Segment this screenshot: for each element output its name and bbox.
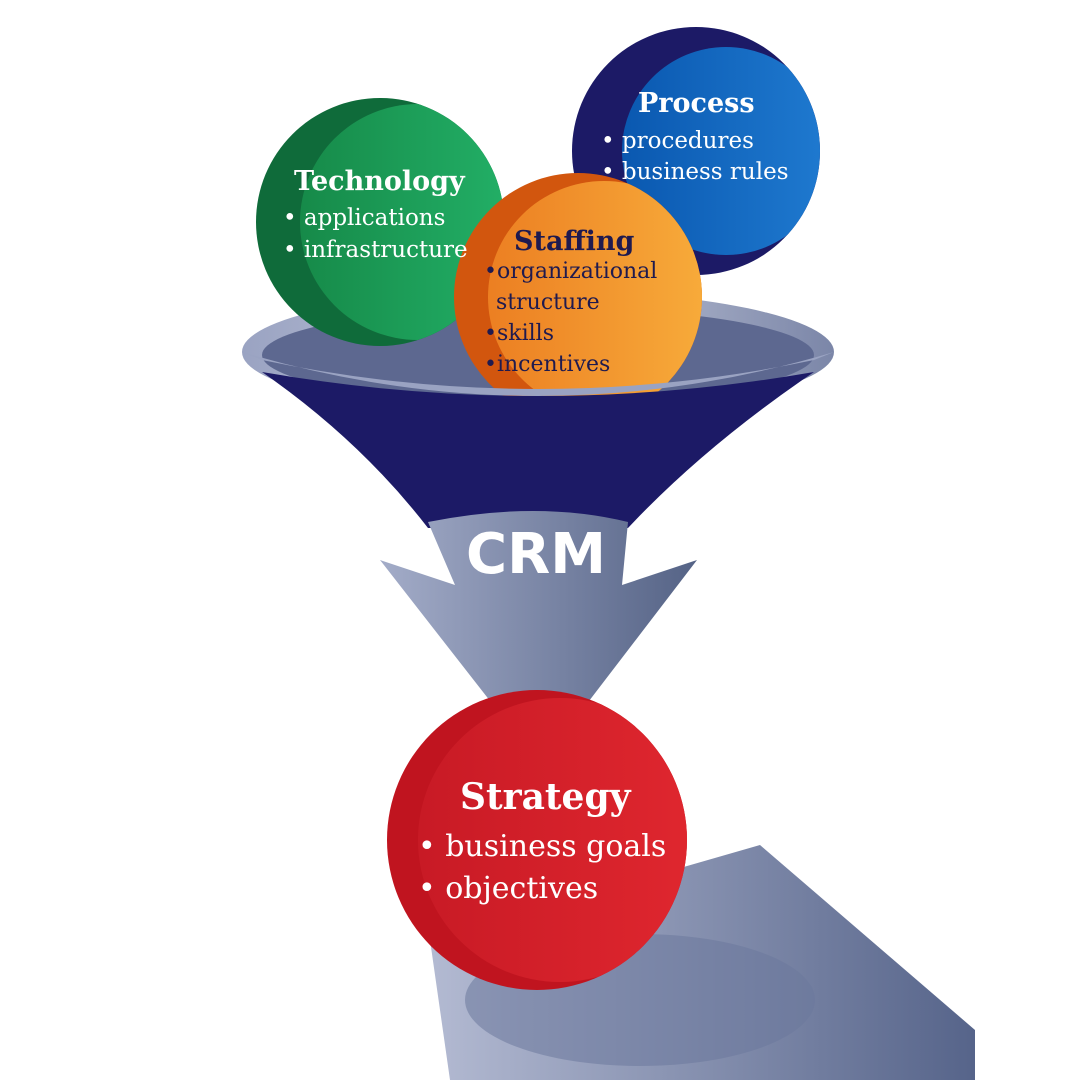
funnel-body <box>262 372 814 528</box>
strategy-title: Strategy <box>460 776 631 818</box>
staffing-title: Staffing <box>514 226 635 257</box>
crm-label: CRM <box>466 522 606 587</box>
strategy-item-objectives: • objectives <box>418 871 599 906</box>
strategy-circle <box>387 690 687 990</box>
process-title: Process <box>638 88 755 119</box>
process-item-procedures: • procedures <box>601 128 754 154</box>
technology-item-applications: • applications <box>283 205 446 231</box>
process-item-business-rules: • business rules <box>601 159 789 185</box>
funnel-front-lip <box>242 352 834 396</box>
funnel-arrow <box>380 511 697 765</box>
technology-title: Technology <box>294 166 465 197</box>
staffing-item-organizational: •organizational <box>484 259 658 284</box>
staffing-circle <box>454 173 702 421</box>
technology-item-infrastructure: • infrastructure <box>283 237 468 263</box>
staffing-item-structure: structure <box>496 290 600 315</box>
staffing-item-skills: •skills <box>484 321 554 346</box>
strategy-item-business-goals: • business goals <box>418 829 667 864</box>
staffing-item-incentives: •incentives <box>484 352 611 377</box>
